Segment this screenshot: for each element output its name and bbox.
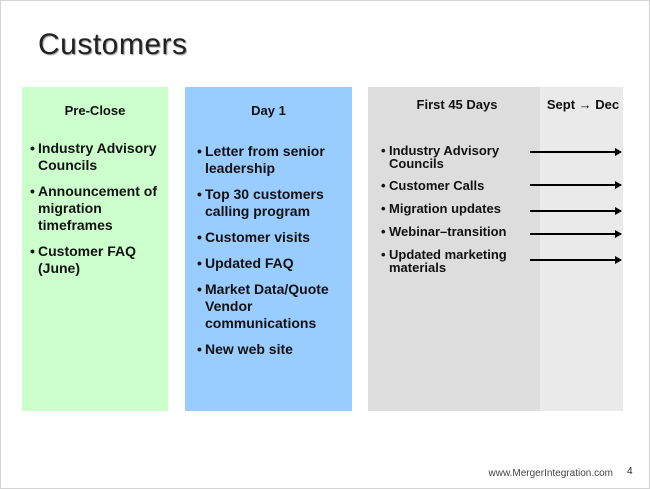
list-item: •Letter from senior leadership — [197, 143, 325, 176]
header-sept-dec: Sept → Dec — [546, 97, 620, 112]
header-pre-close: Pre-Close — [64, 103, 126, 118]
timeline-arrow-icon — [530, 181, 622, 188]
page-number: 4 — [627, 466, 633, 477]
list-item: •Webinar–transition — [381, 224, 507, 239]
column-pre-close — [22, 87, 168, 411]
list-item: •New web site — [197, 341, 293, 357]
list-first-45-days: •Industry Advisory Councils •Customer Ca… — [381, 144, 531, 274]
list-item: •Industry Advisory Councils — [381, 143, 500, 171]
column-sept-dec — [540, 87, 623, 411]
list-item: •Customer FAQ (June) — [30, 243, 137, 276]
list-item: •Migration updates — [381, 201, 501, 216]
list-item: •Top 30 customers calling program — [197, 186, 324, 219]
timeline-arrow-icon — [530, 148, 622, 155]
list-pre-close: •Industry Advisory Councils •Announcemen… — [30, 140, 166, 286]
list-item: •Customer visits — [197, 229, 311, 245]
timeline-arrow-icon — [530, 230, 622, 237]
header-day-1: Day 1 — [251, 103, 286, 118]
header-first-45-days: First 45 Days — [416, 97, 498, 112]
timeline-arrow-icon — [530, 207, 622, 214]
list-item: •Updated FAQ — [197, 255, 294, 271]
list-day-1: •Letter from senior leadership •Top 30 c… — [197, 143, 347, 367]
list-item: •Updated marketing materials — [381, 247, 507, 275]
list-item: •Announcement of migration timeframes — [30, 183, 157, 233]
slide-title: Customers — [38, 28, 188, 61]
list-item: •Industry Advisory Councils — [30, 140, 157, 173]
footer-url: www.MergerIntegration.com — [488, 468, 614, 479]
timeline-arrow-icon — [530, 256, 622, 263]
column-first-45-days — [368, 87, 540, 411]
column-day-1 — [185, 87, 352, 411]
list-item: •Customer Calls — [381, 178, 485, 193]
list-item: •Market Data/Quote Vendor communications — [197, 281, 329, 331]
